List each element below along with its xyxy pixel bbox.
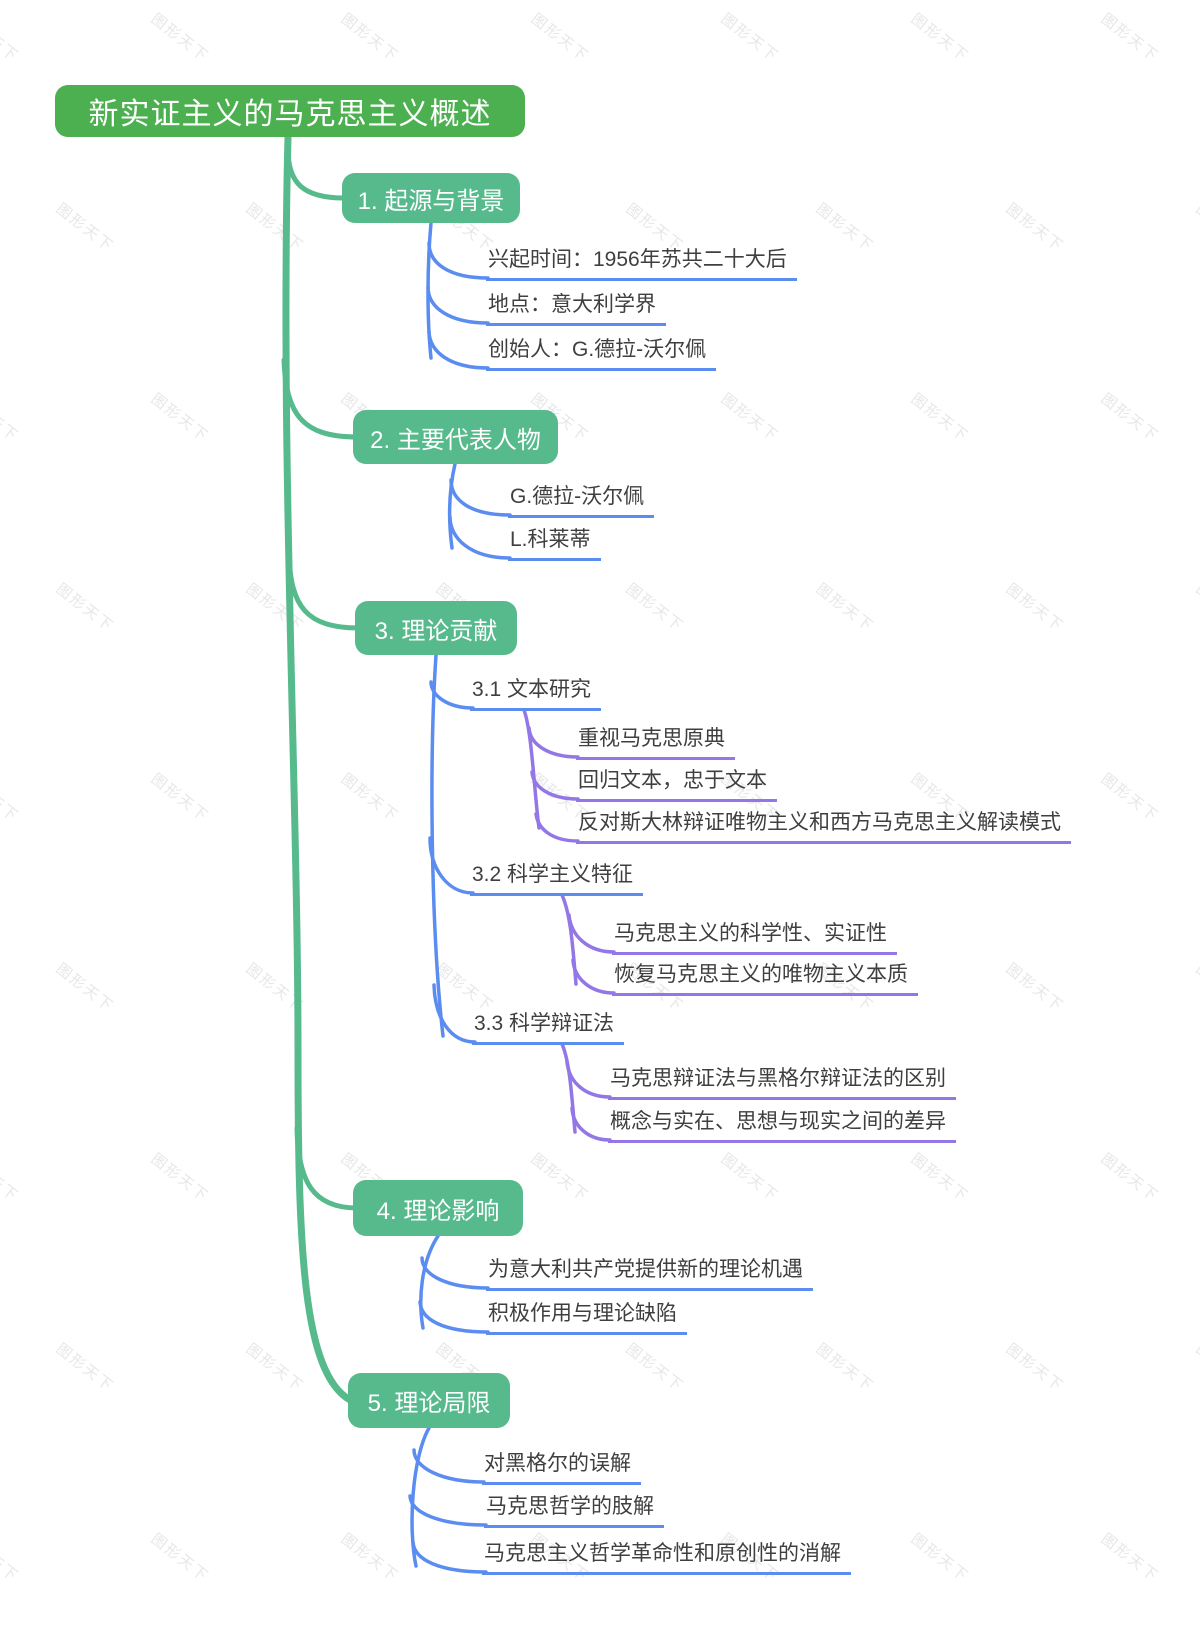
topic-node-influence[interactable]: 4. 理论影响 xyxy=(353,1180,523,1236)
connector-path xyxy=(567,913,616,954)
connector-path xyxy=(449,478,512,517)
topic-node-contributions[interactable]: 3. 理论贡献 xyxy=(355,601,517,655)
connector-path xyxy=(408,1494,488,1527)
connector-path xyxy=(571,958,616,995)
topic-node-label: 5. 理论局限 xyxy=(367,1390,491,1417)
leaf-location[interactable]: 地点：意大利学界 xyxy=(486,292,666,326)
connector-path xyxy=(420,1256,490,1290)
leaf-dissolution-revolutionary-originality[interactable]: 马克思主义哲学革命性和原创性的消解 xyxy=(482,1541,851,1575)
connector-path xyxy=(428,836,475,895)
leaf-della-volpe[interactable]: G.德拉-沃尔佩 xyxy=(508,484,655,518)
subtopic-scientific-dialectics[interactable]: 3.3 科学辩证法 xyxy=(472,1011,625,1045)
connector-path xyxy=(565,1060,612,1099)
topic-node-origins[interactable]: 1. 起源与背景 xyxy=(342,173,520,223)
subtopic-scientism-features[interactable]: 3.2 科学主义特征 xyxy=(470,862,644,896)
root-node[interactable]: 新实证主义的马克思主义概述 xyxy=(55,85,525,137)
connector-path xyxy=(410,1426,431,1568)
leaf-misunderstanding-hegel[interactable]: 对黑格尔的误解 xyxy=(482,1451,641,1485)
topic-node-representatives[interactable]: 2. 主要代表人物 xyxy=(353,410,558,464)
connector-path xyxy=(426,285,490,325)
leaf-pci-theoretical-opportunity[interactable]: 为意大利共产党提供新的理论机遇 xyxy=(486,1257,813,1291)
branch-line-4 xyxy=(294,1125,360,1211)
topic-node-label: 2. 主要代表人物 xyxy=(370,426,541,454)
root-node-label: 新实证主义的马克思主义概述 xyxy=(88,98,492,131)
leaf-return-to-text[interactable]: 回归文本，忠于文本 xyxy=(576,768,777,802)
topic-node-label: 1. 起源与背景 xyxy=(357,187,505,215)
connector-path xyxy=(411,1540,488,1574)
leaf-origin-time[interactable]: 兴起时间：1956年苏共二十大后 xyxy=(486,247,797,281)
connector-path xyxy=(412,1448,486,1484)
blue-connectors xyxy=(408,221,512,1574)
leaf-restore-materialist-essence[interactable]: 恢复马克思主义的唯物主义本质 xyxy=(612,962,918,996)
trunk-line xyxy=(282,133,354,1404)
leaf-colletti[interactable]: L.科莱蒂 xyxy=(508,527,601,561)
connector-path xyxy=(448,515,512,560)
leaf-oppose-interpretation-modes[interactable]: 反对斯大林辩证唯物主义和西方马克思主义解读模式 xyxy=(576,810,1071,844)
connector-path xyxy=(427,330,490,370)
connector-path xyxy=(447,462,457,550)
leaf-scientific-positivist[interactable]: 马克思主义的科学性、实证性 xyxy=(612,921,897,955)
branch-line-3 xyxy=(286,553,362,631)
topic-node-label: 4. 理论影响 xyxy=(376,1197,500,1225)
connector-path xyxy=(432,983,477,1044)
branch-line-1 xyxy=(285,149,347,201)
leaf-emphasize-marx-originals[interactable]: 重视马克思原典 xyxy=(576,726,735,760)
connector-path xyxy=(570,1106,612,1142)
topic-node-limitations[interactable]: 5. 理论局限 xyxy=(348,1373,510,1428)
leaf-dismemberment-marx-philosophy[interactable]: 马克思哲学的肢解 xyxy=(484,1494,664,1528)
connector-path xyxy=(427,241,490,280)
connector-path xyxy=(522,708,541,830)
connector-path xyxy=(534,812,580,843)
leaf-marx-vs-hegel-dialectics[interactable]: 马克思辩证法与黑格尔辩证法的区别 xyxy=(608,1066,956,1100)
connector-path xyxy=(419,1234,440,1330)
purple-connectors xyxy=(522,708,616,1142)
connector-path xyxy=(530,770,580,801)
leaf-founder[interactable]: 创始人：G.德拉-沃尔佩 xyxy=(486,337,717,371)
connector-path xyxy=(429,680,475,710)
leaf-concept-reality-difference[interactable]: 概念与实在、思想与现实之间的差异 xyxy=(608,1109,956,1143)
leaf-positive-role-and-defects[interactable]: 积极作用与理论缺陷 xyxy=(486,1301,687,1335)
topic-node-label: 3. 理论贡献 xyxy=(374,617,498,645)
branch-line-2 xyxy=(281,357,360,440)
green-connectors xyxy=(281,133,362,1404)
connector-path xyxy=(430,653,445,1038)
connector-path xyxy=(418,1300,490,1334)
subtopic-text-research[interactable]: 3.1 文本研究 xyxy=(470,677,602,711)
connector-path xyxy=(527,726,580,759)
